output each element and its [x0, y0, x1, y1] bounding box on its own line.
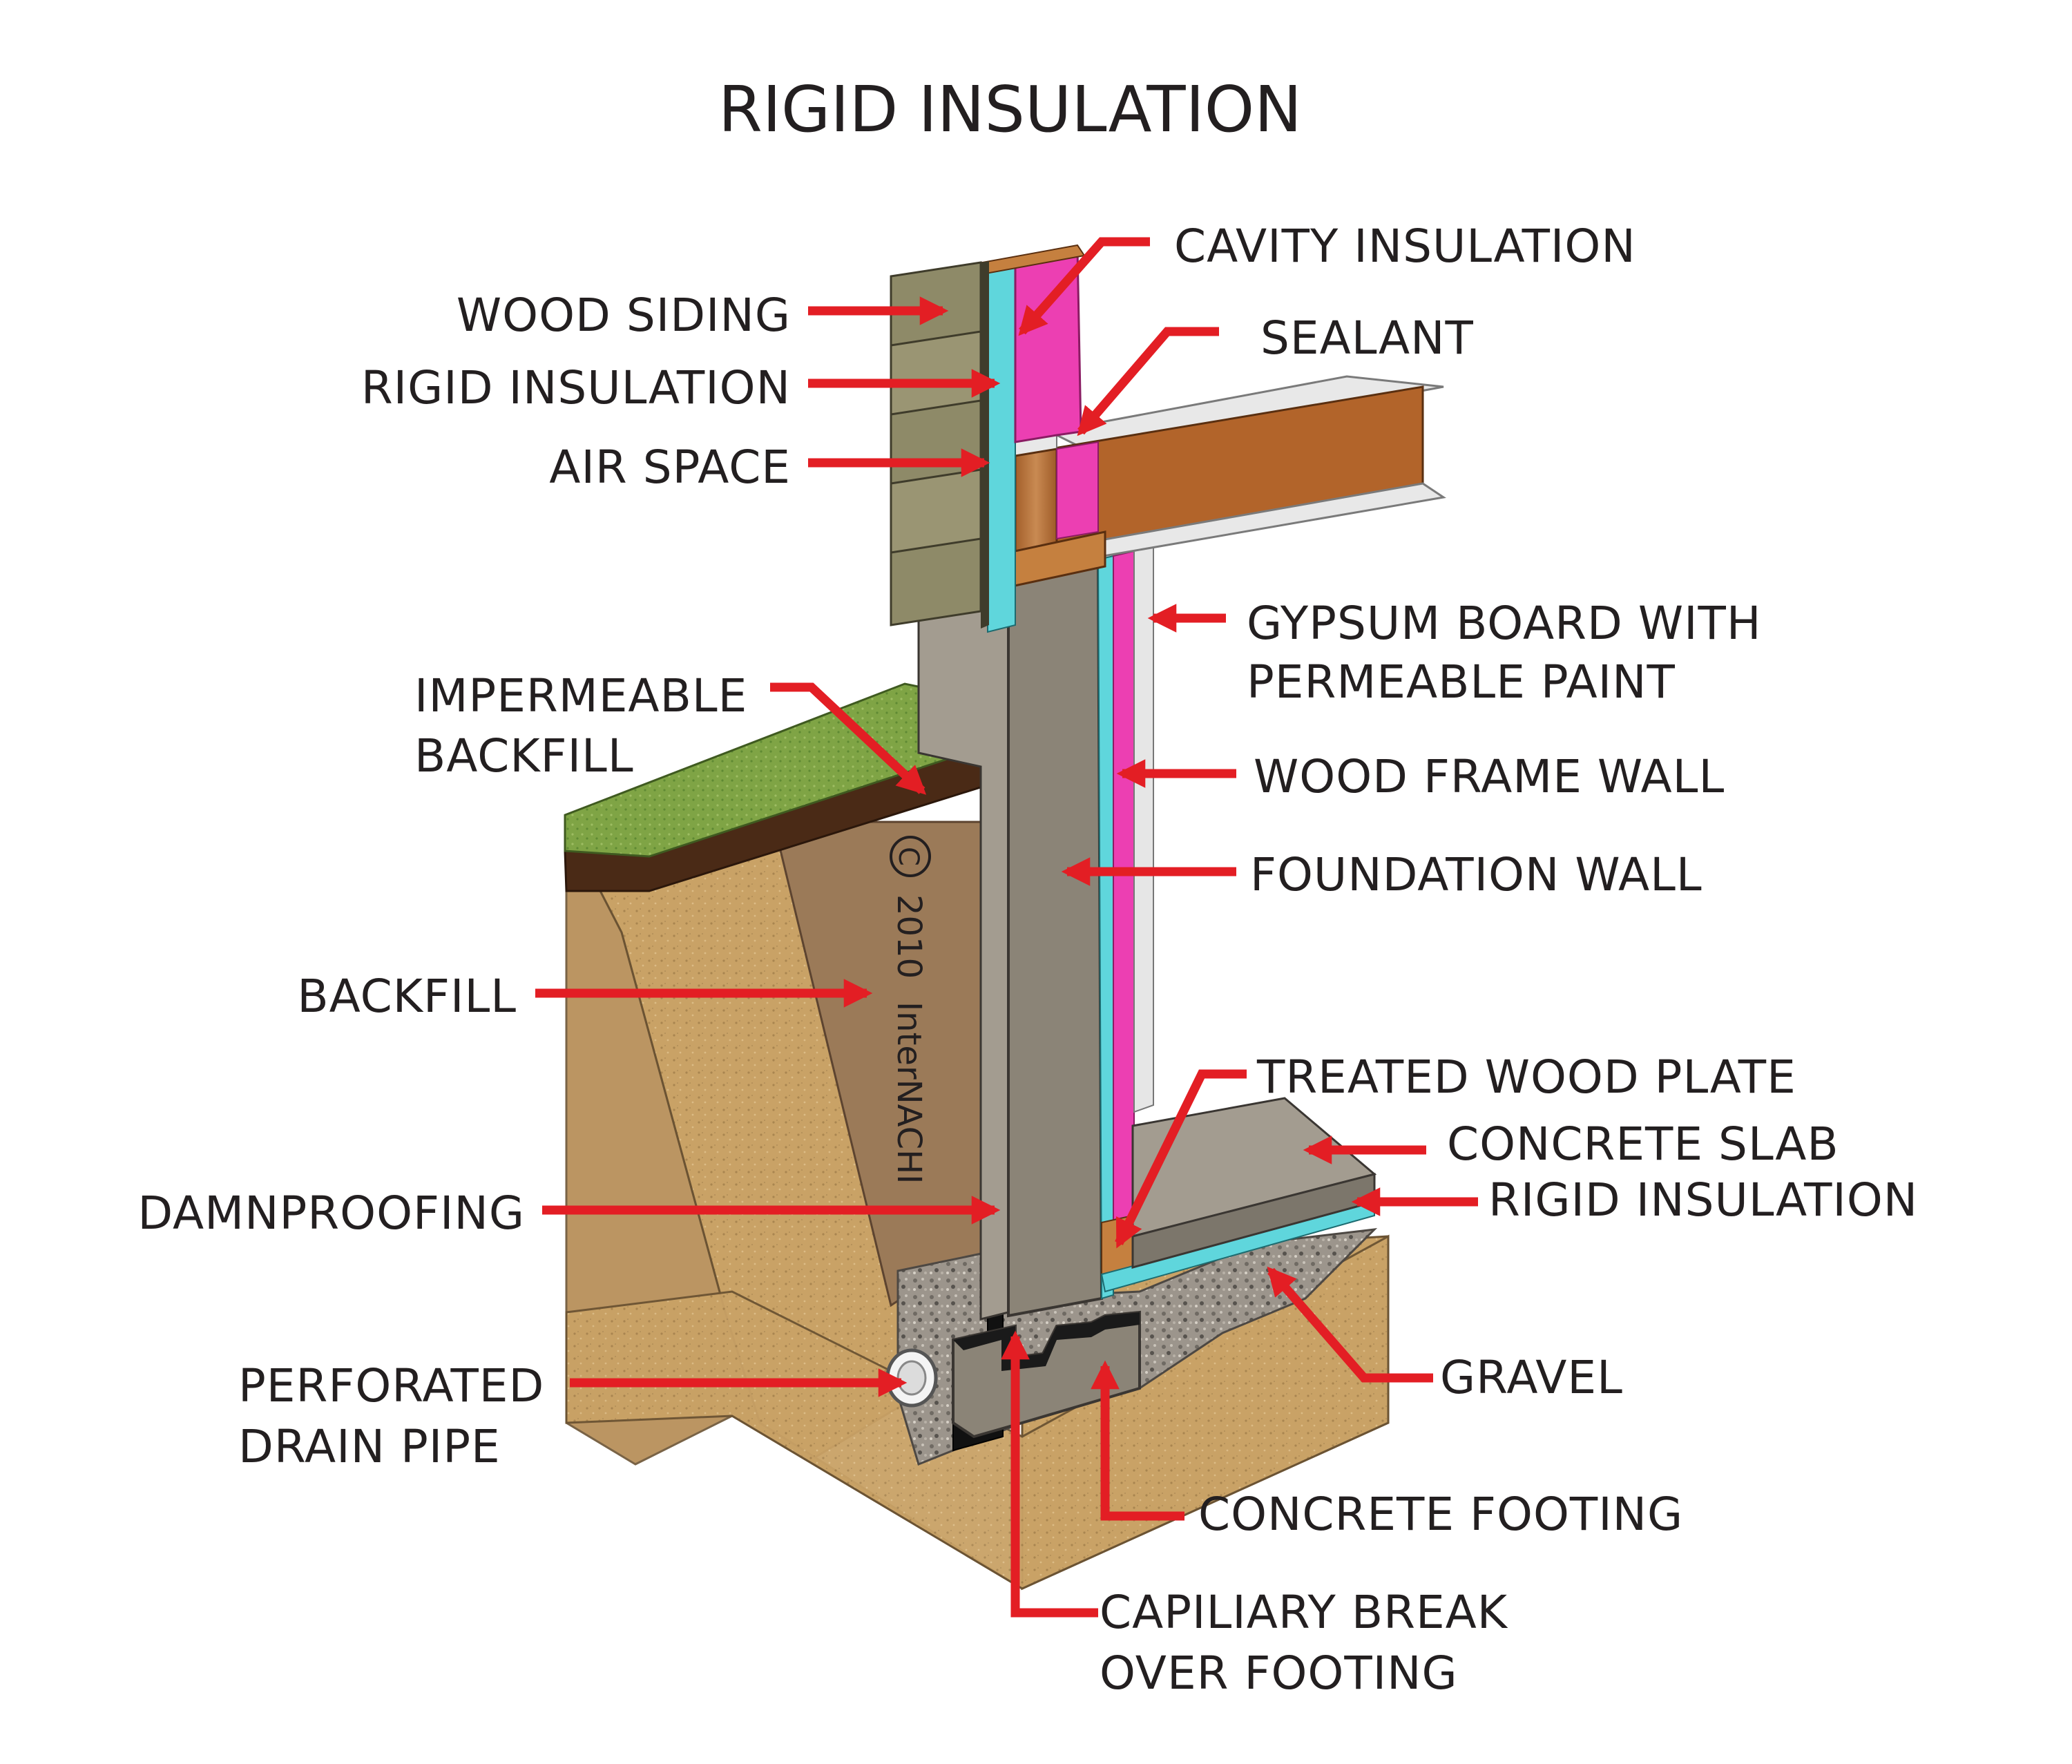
label-sealant: SEALANT [1260, 311, 1474, 365]
label-gravel: GRAVEL [1440, 1351, 1623, 1404]
copyright-watermark: © C 2010 InterNACHI [890, 836, 931, 1184]
label-treated-wood-plate: TREATED WOOD PLATE [1257, 1051, 1796, 1104]
label-wood-frame-wall: WOOD FRAME WALL [1254, 750, 1725, 803]
watermark-year: 2010 [890, 894, 928, 979]
label-wood-siding: WOOD SIDING [456, 289, 791, 342]
arrow-sealant [1077, 327, 1219, 437]
page-title: RIGID INSULATION [718, 73, 1302, 146]
perforated-drain-pipe [885, 1348, 938, 1408]
label-concrete-slab: CONCRETE SLAB [1447, 1118, 1839, 1171]
watermark-owner: InterNACHI [890, 1001, 928, 1184]
label-gypsum-board-line2: PERMEABLE PAINT [1247, 655, 1676, 709]
label-drain-pipe-line2: DRAIN PIPE [238, 1420, 501, 1473]
label-damnproofing: DAMNPROOFING [137, 1187, 525, 1240]
label-air-space: AIR SPACE [549, 441, 791, 494]
wood-frame-wall-insulation [1113, 550, 1135, 1252]
arrow-cavity-insulation [1018, 237, 1150, 336]
label-drain-pipe-line1: PERFORATED [238, 1359, 545, 1412]
arrow-impermeable-backfill [770, 682, 927, 795]
arrow-gravel [1267, 1266, 1433, 1383]
label-rigid-insulation-wall: RIGID INSULATION [361, 361, 791, 414]
wood-siding [890, 261, 989, 629]
capillary-break [953, 1312, 1140, 1371]
arrow-treated-wood-plate [1115, 1069, 1247, 1249]
foundation-wall-face [1007, 557, 1104, 1318]
label-cavity-insulation: CAVITY INSULATION [1174, 220, 1636, 273]
arrow-capillary-break [1001, 1330, 1098, 1618]
label-rigid-insulation-slab: RIGID INSULATION [1488, 1173, 1919, 1227]
upper-rigid-insulation [987, 258, 1016, 633]
leader-arrows [535, 237, 1478, 1618]
cavity-insulation-lower [1056, 441, 1099, 540]
label-foundation-wall: FOUNDATION WALL [1250, 848, 1702, 901]
label-capillary-break-line2: OVER FOOTING [1100, 1647, 1458, 1700]
watermark-c: C [892, 847, 924, 866]
label-gypsum-board-line1: GYPSUM BOARD WITH [1247, 597, 1762, 650]
label-impermeable-backfill-line2: BACKFILL [414, 729, 634, 783]
interior-rigid-insulation [1097, 555, 1114, 1300]
label-capillary-break-line1: CAPILIARY BREAK [1100, 1586, 1508, 1639]
arrow-concrete-footing [1091, 1360, 1184, 1521]
label-impermeable-backfill-line1: IMPERMEABLE [414, 669, 748, 722]
soil-base [565, 1234, 1390, 1590]
label-backfill: BACKFILL [297, 970, 517, 1023]
gypsum-board [1133, 544, 1154, 1113]
label-concrete-footing: CONCRETE FOOTING [1198, 1488, 1684, 1541]
